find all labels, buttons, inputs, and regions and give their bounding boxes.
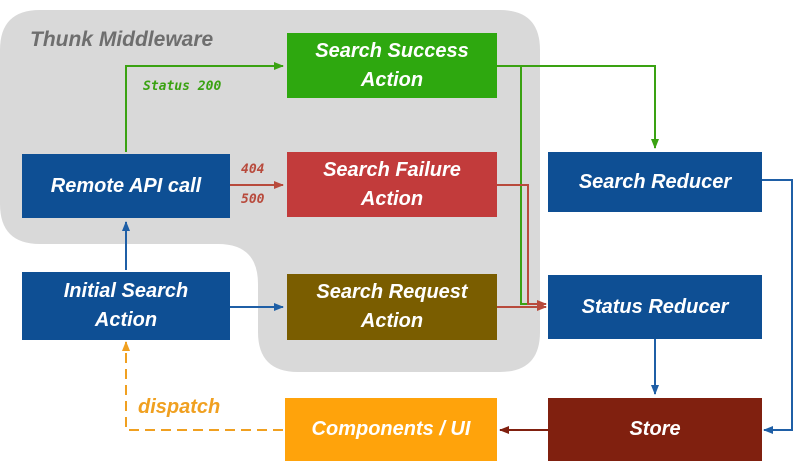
edge-search-reducer-to-store	[762, 179, 793, 434]
node-initial-search-action: Initial Search Action	[22, 272, 230, 340]
node-initial-search-line1: Initial Search	[63, 280, 189, 302]
node-store-line1: Store	[629, 418, 681, 440]
node-remote-api-call-line1: Remote API call	[50, 174, 202, 197]
edge-label-404: 404	[241, 162, 265, 177]
edge-remote-to-success	[125, 62, 284, 152]
node-status-reducer: Status Reducer	[548, 275, 762, 339]
node-search-request-line1: Search Request	[316, 281, 468, 303]
node-status-reducer-line1: Status Reducer	[581, 295, 729, 318]
edge-label-dispatch: dispatch	[138, 396, 221, 418]
node-remote-api-call: Remote API call	[22, 154, 230, 218]
node-components-ui: Components / UI	[285, 398, 497, 461]
edge-label-status-200: Status 200	[143, 79, 222, 94]
node-components-ui-line1: Components / UI	[311, 418, 471, 440]
node-search-reducer: Search Reducer	[548, 152, 762, 212]
node-search-failure-line1: Search Failure	[323, 158, 461, 181]
edge-success-to-search-reducer	[497, 65, 659, 149]
node-initial-search-line2: Action	[94, 309, 158, 331]
node-search-success-line1: Search Success	[315, 39, 469, 62]
node-search-request-line2: Action	[360, 310, 424, 332]
node-search-success-action: Search Success Action	[287, 33, 497, 98]
node-store: Store	[548, 398, 762, 461]
region-title: Thunk Middleware	[30, 28, 214, 51]
node-search-request-action: Search Request Action	[287, 274, 497, 340]
node-search-reducer-line1: Search Reducer	[578, 170, 732, 193]
node-search-failure-action: Search Failure Action	[287, 152, 497, 217]
edge-label-500: 500	[241, 192, 265, 207]
node-search-success-line2: Action	[360, 68, 424, 91]
edge-components-to-initial-dispatch	[122, 341, 283, 431]
node-search-failure-line2: Action	[360, 187, 424, 210]
